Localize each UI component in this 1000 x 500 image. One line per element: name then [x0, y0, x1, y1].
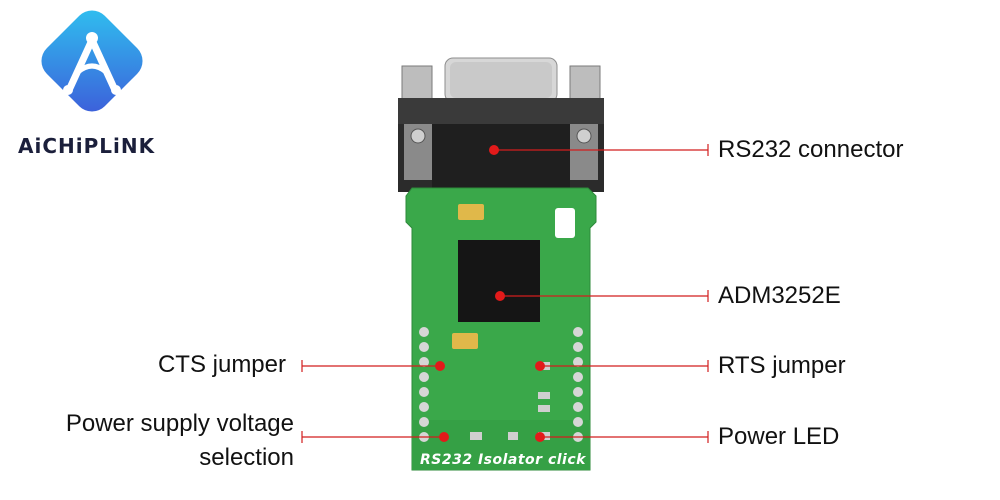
marker-adm3252e: [495, 291, 505, 301]
marker-power-supply: [439, 432, 449, 442]
brand-name: AiCHiPLiNK: [18, 134, 156, 158]
label-power-led: Power LED: [718, 423, 840, 450]
pcb: [405, 187, 597, 471]
label-cts-jumper: CTS jumper: [157, 351, 286, 378]
db9-connector: [398, 57, 604, 192]
label-rs232-connector: RS232 connector: [718, 136, 904, 163]
label-rts-jumper: RTS jumper: [718, 352, 846, 379]
marker-power-led: [535, 432, 545, 442]
callout-markers: [435, 145, 545, 442]
callout-leaders: [301, 144, 709, 443]
marker-rts-jumper: [535, 361, 545, 371]
label-power-supply-line1: Power supply voltage: [65, 410, 294, 437]
label-power-supply-line2: selection: [199, 444, 294, 471]
label-adm3252e: ADM3252E: [718, 282, 841, 309]
board-silkscreen-title: RS232 Isolator click: [420, 452, 586, 468]
marker-cts-jumper: [435, 361, 445, 371]
left-header-pins: [419, 327, 429, 442]
aichiplink-logo-icon: [41, 10, 143, 112]
marker-rs232-connector: [489, 145, 499, 155]
